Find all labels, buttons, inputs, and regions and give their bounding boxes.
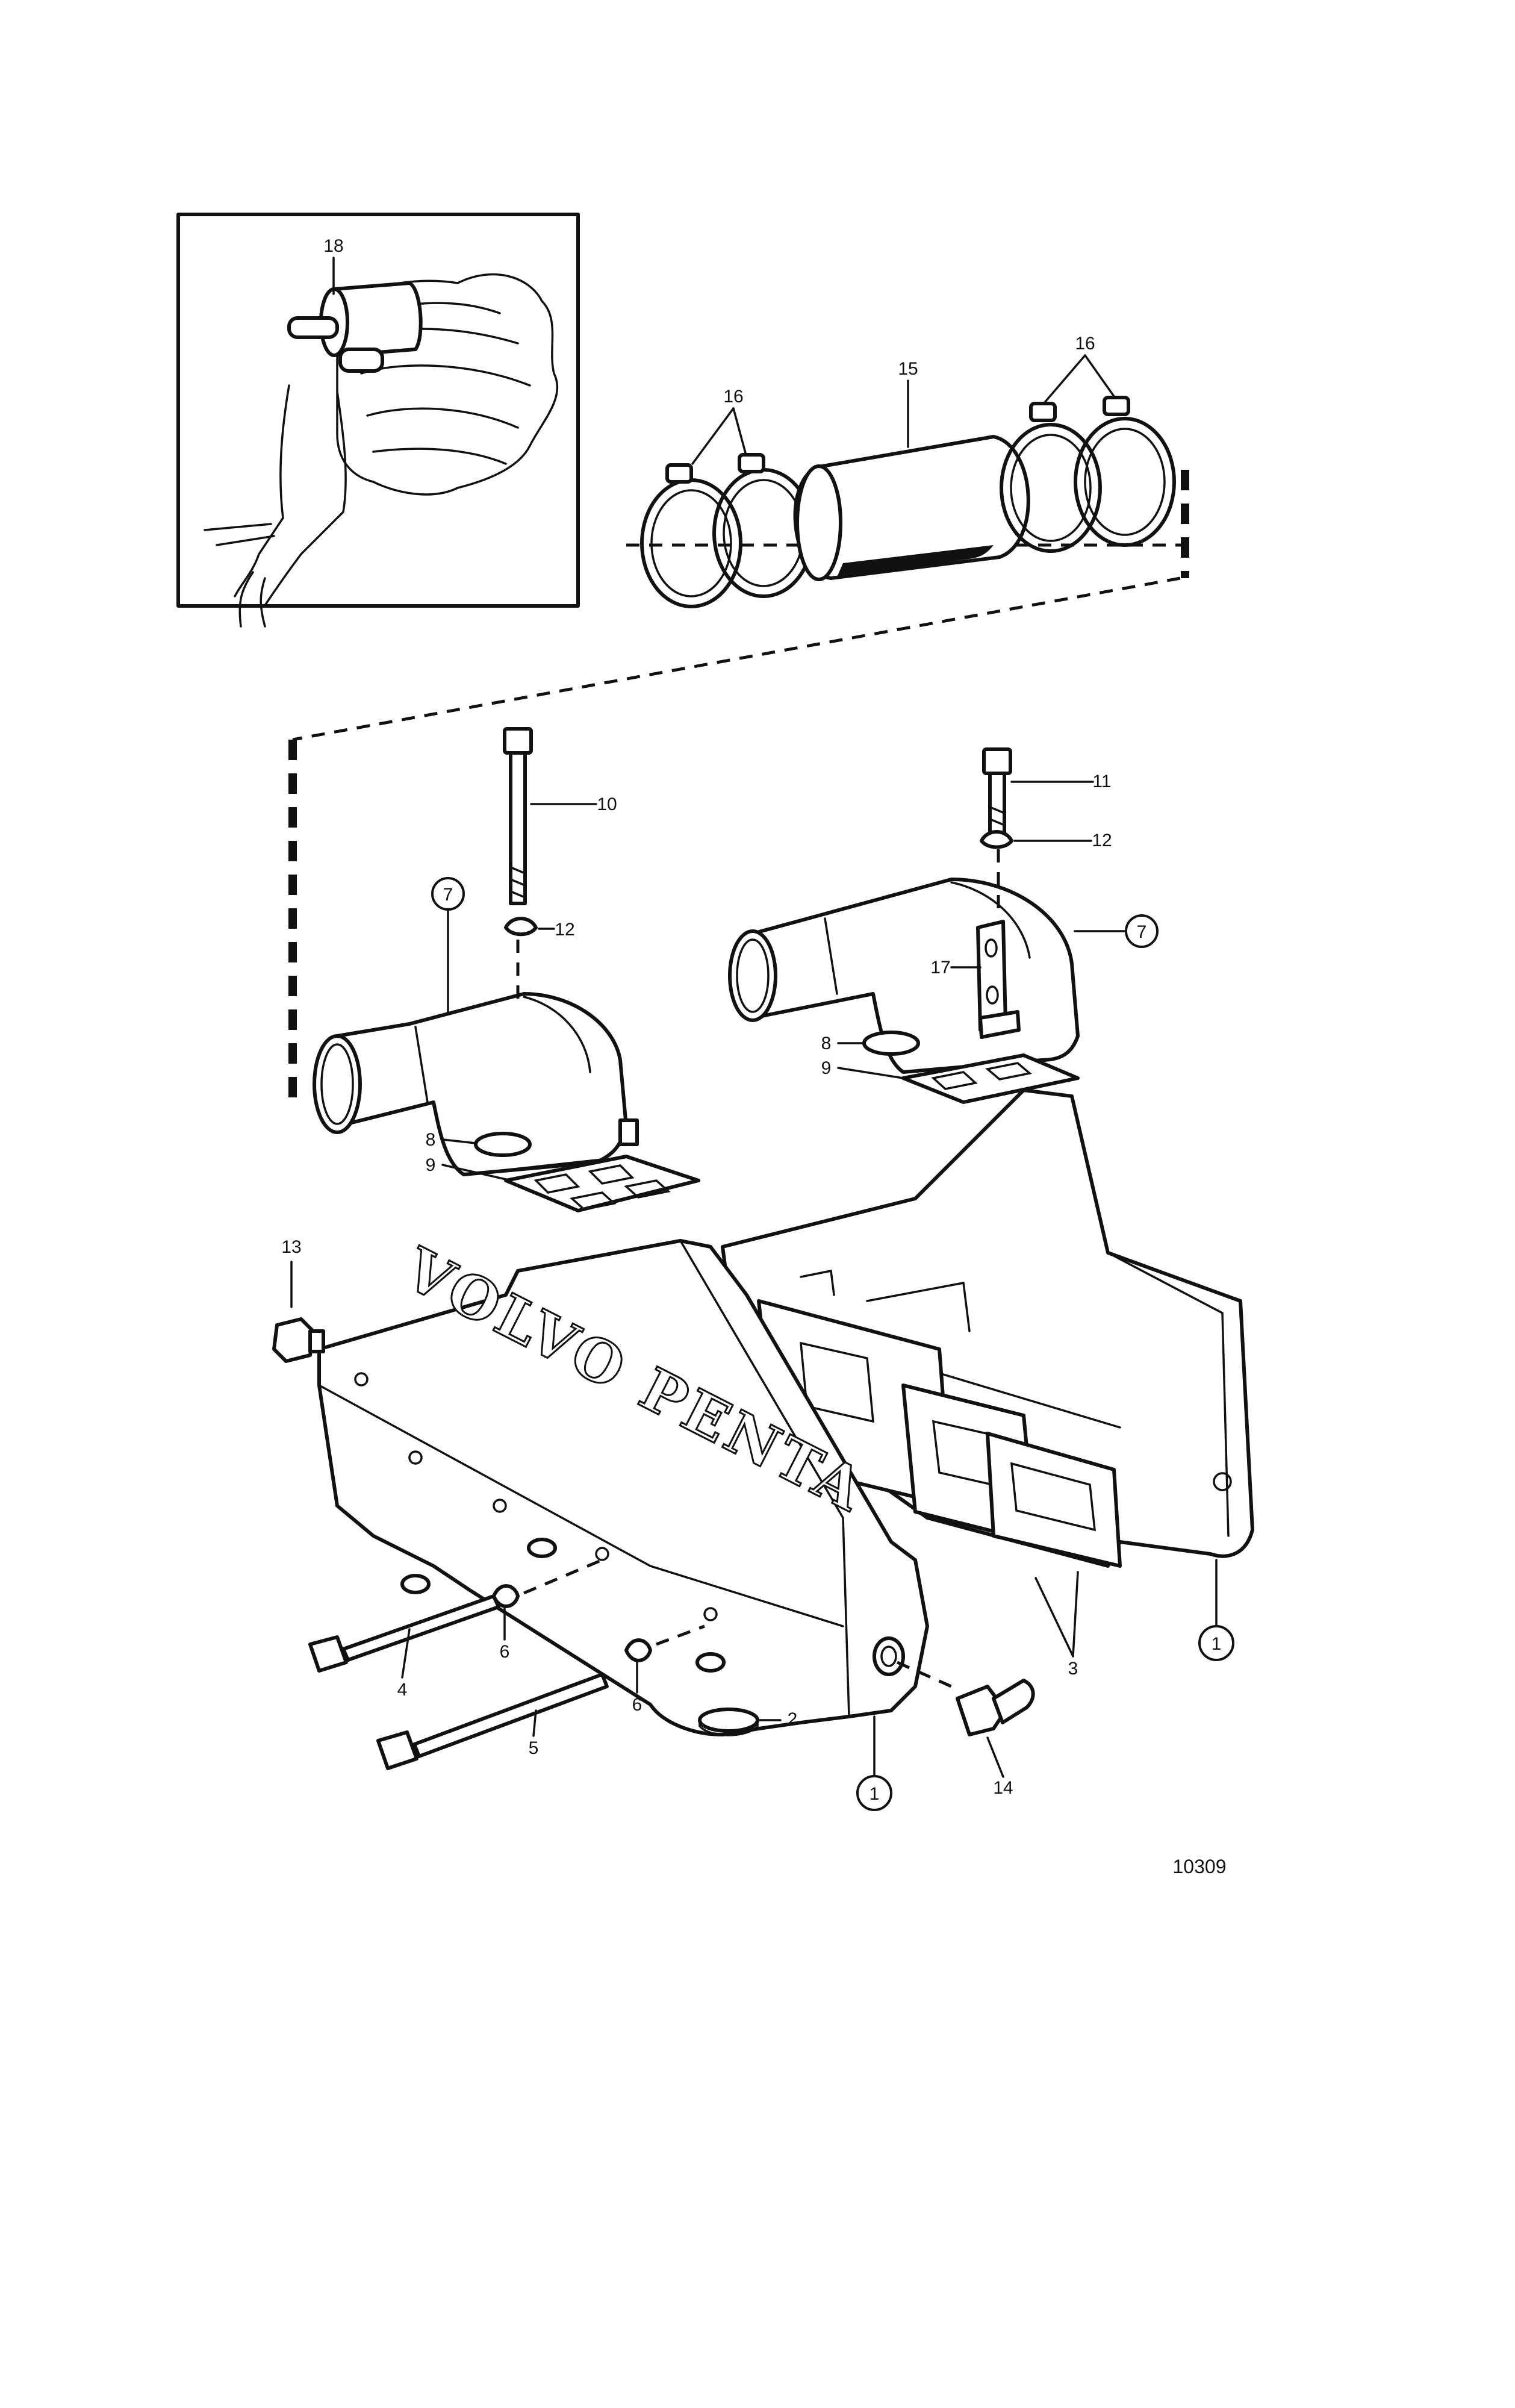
exhaust-hose-assembly: 15 16 16: [626, 334, 1186, 608]
callout-3: 3: [1068, 1659, 1078, 1679]
hose-clamp-left-1: [640, 463, 742, 608]
inset-exhaust-pipe: [287, 281, 423, 373]
right-elbow-bolt: [980, 747, 1013, 915]
exhaust-hose: [793, 435, 1030, 581]
hose-clamp-right-1: [1000, 402, 1102, 553]
callout-12-left: 12: [555, 920, 574, 940]
left-exhaust-elbow: [313, 992, 639, 1176]
callout-8-right: 8: [821, 1034, 832, 1053]
callout-6-left: 6: [500, 1642, 510, 1662]
callout-1-right: 1: [1212, 1634, 1222, 1654]
washer-6-left: [492, 1584, 520, 1608]
callout-12-right: 12: [1092, 831, 1112, 850]
lifting-bracket: [976, 920, 1021, 1039]
callout-9-left: 9: [426, 1155, 436, 1175]
callout-14: 14: [993, 1778, 1013, 1798]
figure-number: 10309: [1173, 1856, 1227, 1877]
callout-16-right: 16: [1075, 334, 1095, 354]
callout-4: 4: [397, 1680, 408, 1700]
callout-2: 2: [788, 1709, 798, 1729]
callout-13: 13: [281, 1237, 301, 1257]
hose-nipple: [896, 1661, 1035, 1736]
drain-plug: [272, 1317, 325, 1363]
manifold-bolt-4: [308, 1594, 500, 1673]
callout-9-right: 9: [821, 1058, 832, 1078]
right-elbow-gaskets: [862, 1031, 1080, 1104]
inset-engine-view: 18: [176, 213, 580, 628]
sealing-plug: [698, 1708, 759, 1736]
manifold-bolt-5: [376, 1673, 609, 1770]
hose-clamp-right-2: [1074, 396, 1176, 547]
callout-17: 17: [930, 958, 950, 978]
callout-18: 18: [323, 236, 343, 256]
callout-7-left: 7: [443, 885, 453, 905]
left-elbow-bolt: [503, 727, 538, 1000]
callout-7-right: 7: [1137, 922, 1147, 942]
left-exhaust-manifold: VOLVO PENTA: [317, 1234, 929, 1736]
callout-10: 10: [597, 794, 617, 814]
callout-5: 5: [529, 1738, 539, 1758]
callout-15: 15: [898, 359, 918, 379]
callout-1-left: 1: [869, 1784, 880, 1804]
inset-frame: [176, 213, 580, 608]
left-elbow-gaskets: [474, 1132, 700, 1212]
callout-16-left: 16: [723, 387, 743, 407]
callout-6-right: 6: [632, 1695, 642, 1715]
callout-11: 11: [1092, 772, 1111, 791]
washer-6-right: [624, 1638, 652, 1662]
callout-8-left: 8: [426, 1130, 436, 1150]
connection-line: [292, 576, 1181, 741]
